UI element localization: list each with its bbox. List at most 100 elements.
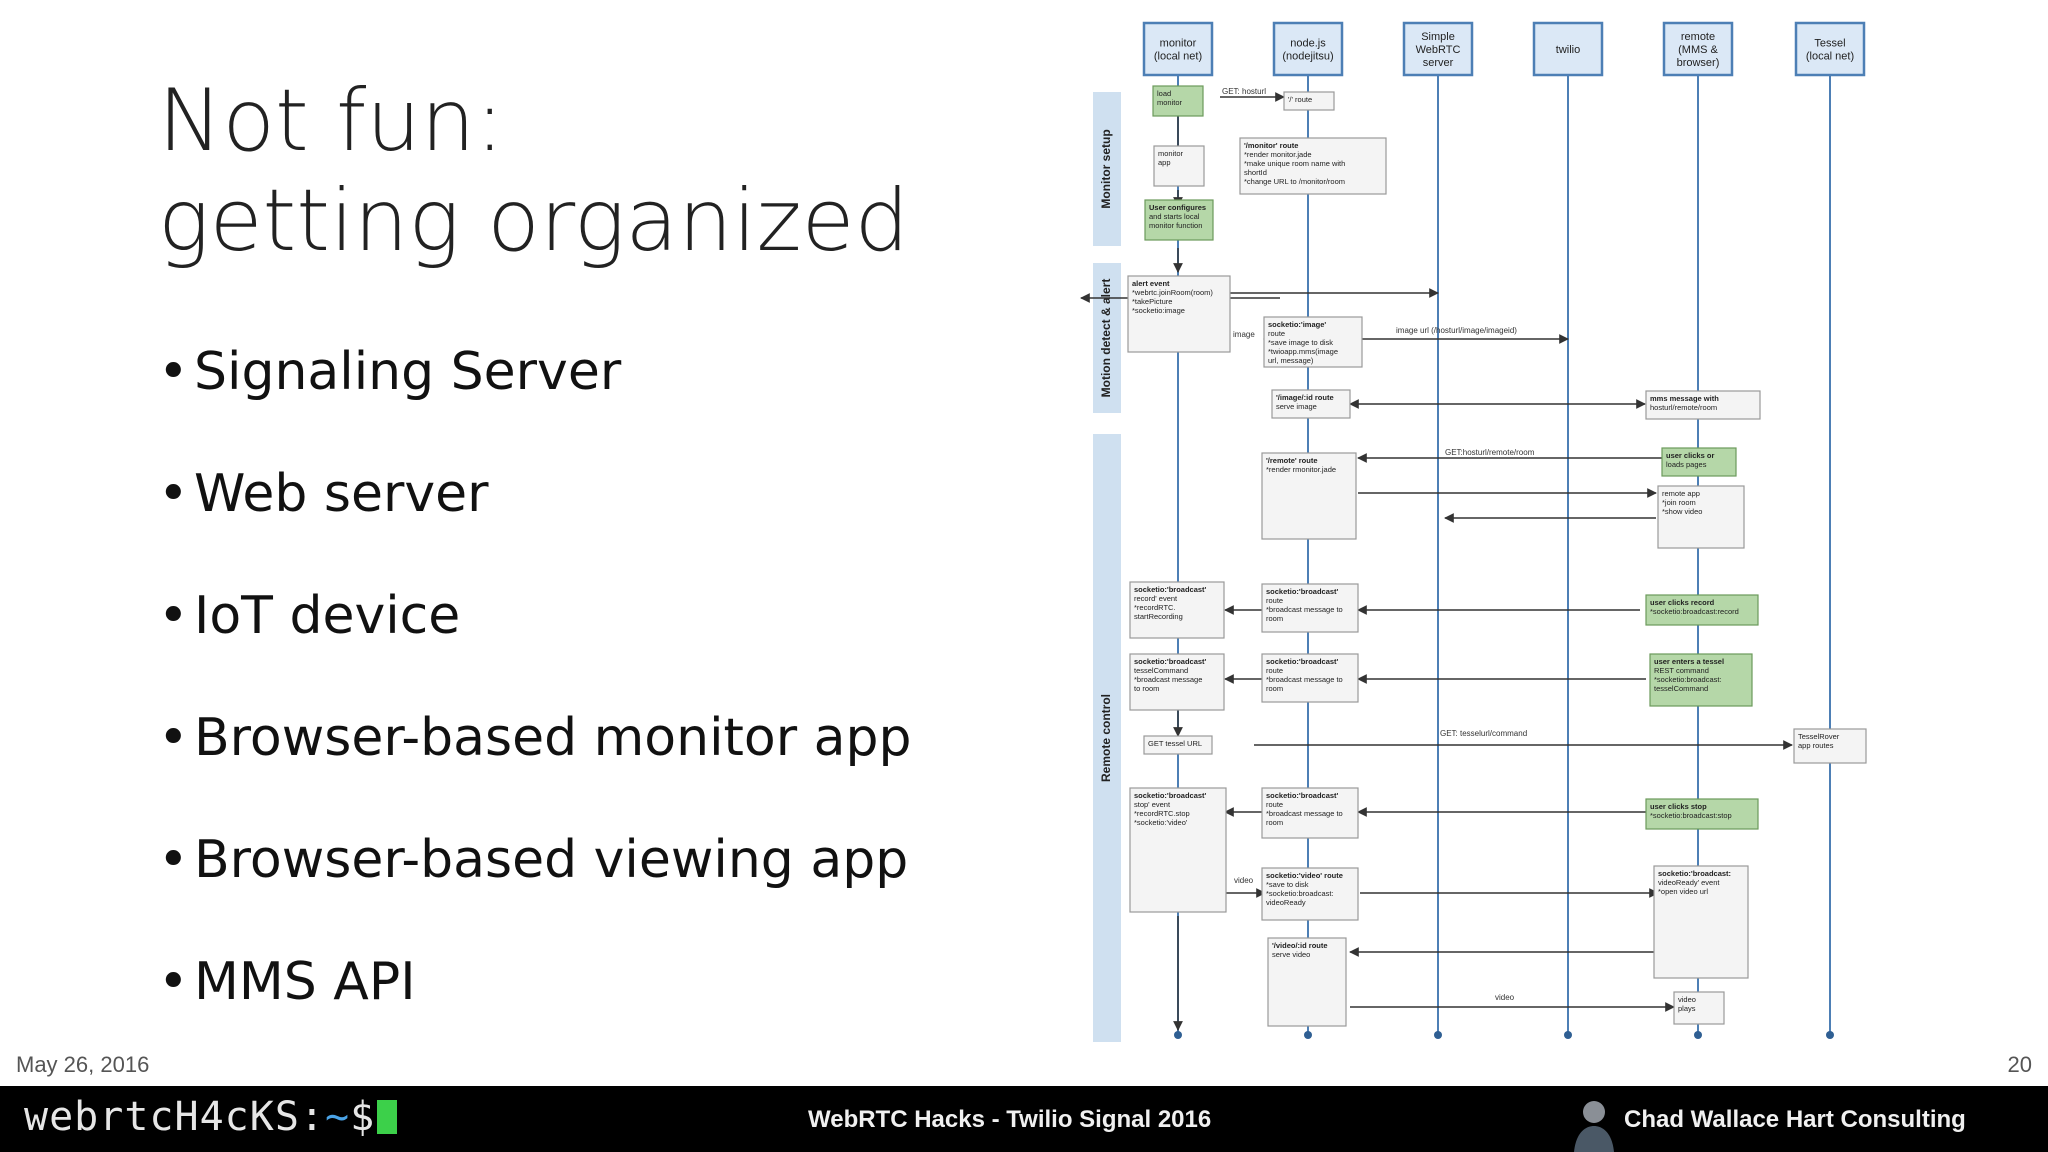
note-text: plays (1678, 1004, 1696, 1013)
note-box (1657, 485, 1745, 549)
participant-label: (local net) (1806, 51, 1854, 63)
note-text: route (1266, 666, 1283, 675)
note-text: *join room (1662, 498, 1696, 507)
note-text: *broadcast message to (1266, 809, 1343, 818)
participant-label: server (1423, 57, 1454, 69)
note-text: remote app (1662, 489, 1700, 498)
note-text: *recordRTC.stop (1134, 809, 1190, 818)
bullet-text: IoT device (194, 586, 461, 646)
note-text: User configures (1149, 203, 1206, 212)
note-text: route (1268, 329, 1285, 338)
note-box (1261, 583, 1359, 633)
note-text: '/remote' route (1266, 456, 1318, 465)
note-box (1129, 787, 1227, 913)
brand-tilde: ~ (324, 1094, 351, 1140)
lifeline-end-dot (1434, 1031, 1442, 1039)
note-text: '/monitor' route (1244, 141, 1298, 150)
note-box (1645, 390, 1761, 420)
note-box (1261, 653, 1359, 703)
note-text: loads pages (1666, 460, 1707, 469)
phase-band (1093, 263, 1121, 413)
note-text: socketio:'video' route (1266, 871, 1343, 880)
note-text: room (1266, 818, 1283, 827)
participant-label: node.js (1290, 38, 1326, 50)
message-label: video (1234, 876, 1254, 885)
participant-label: (MMS & (1678, 44, 1718, 56)
note-text: *render monitor.jade (1244, 150, 1312, 159)
note-text: *save image to disk (1268, 338, 1333, 347)
note-text: socketio:'broadcast' (1266, 657, 1339, 666)
note-text: url, message) (1268, 356, 1314, 365)
note-box (1283, 91, 1335, 111)
bullet-item: •Signaling Server (158, 346, 621, 398)
note-text: *save to disk (1266, 880, 1309, 889)
note-text: *open video url (1658, 887, 1708, 896)
bullet-item: •MMS API (158, 956, 416, 1008)
slide-title-line-1: Not fun: (158, 71, 505, 171)
note-text: socketio:'broadcast' (1134, 657, 1207, 666)
note-text: load (1157, 89, 1171, 98)
note-box (1645, 798, 1759, 830)
participant-label: browser) (1677, 57, 1720, 69)
message-label: GET: hosturl (1222, 87, 1266, 96)
note-text: stop' event (1134, 800, 1171, 809)
brand-text: webrtcH4cKS: (24, 1094, 325, 1140)
phase-label: Motion detect & alert (1099, 279, 1113, 398)
note-box (1143, 735, 1213, 755)
note-text: socketio:'image' (1268, 320, 1326, 329)
note-text: *broadcast message to (1266, 675, 1343, 684)
slide-page-number: 20 (2007, 1052, 2032, 1077)
note-text: *recordRTC. (1134, 603, 1176, 612)
note-text: monitor (1158, 149, 1184, 158)
note-text: GET tessel URL (1148, 739, 1202, 748)
footer-event-title: WebRTC Hacks - Twilio Signal 2016 (808, 1106, 1212, 1133)
note-text: *show video (1662, 507, 1702, 516)
slide: Not fun: getting organized •Signaling Se… (16, 21, 2032, 1077)
note-text: serve video (1272, 950, 1310, 959)
phase-label: Monitor setup (1099, 129, 1113, 208)
note-text: *socketio:broadcast: (1266, 889, 1334, 898)
note-box (1261, 867, 1359, 921)
note-text: startRecording (1134, 612, 1183, 621)
note-text: socketio:'broadcast: (1658, 869, 1731, 878)
note-box (1153, 145, 1205, 187)
note-box (1129, 581, 1225, 639)
bullet-text: MMS API (194, 952, 416, 1012)
note-text: *broadcast message (1134, 675, 1202, 684)
note-text: *twioapp.mms(image (1268, 347, 1338, 356)
note-text: videoReady' event (1658, 878, 1720, 887)
participant-label: (nodejitsu) (1282, 51, 1333, 63)
note-text: user clicks record (1650, 598, 1715, 607)
message-label: image (1233, 330, 1255, 339)
note-text: tesselCommand (1134, 666, 1188, 675)
note-text: TesselRover (1798, 732, 1840, 741)
note-box (1239, 137, 1387, 195)
note-box (1144, 199, 1214, 241)
participant-label: remote (1681, 31, 1715, 43)
note-box (1271, 389, 1351, 419)
note-text: serve image (1276, 402, 1317, 411)
participant-box (1532, 21, 1604, 77)
note-box (1649, 653, 1753, 707)
bullet-dot: • (158, 952, 189, 1012)
note-text: mms message with (1650, 394, 1719, 403)
note-box (1127, 275, 1231, 353)
bullet-item: •IoT device (158, 590, 460, 642)
bullet-item: •Web server (158, 468, 489, 520)
note-text: route (1266, 800, 1283, 809)
participant-layer: monitor(local net)node.js(nodejitsu)Simp… (1142, 21, 1866, 77)
note-box (1673, 991, 1725, 1025)
slide-date: May 26, 2016 (16, 1052, 150, 1077)
footer-bar: webrtcH4cKS:~$ WebRTC Hacks - Twilio Sig… (0, 1086, 2048, 1152)
bullet-dot: • (158, 586, 189, 646)
note-text: *socketio:broadcast:record (1650, 607, 1739, 616)
brand-logo: webrtcH4cKS:~$ (24, 1094, 398, 1140)
note-text: *socketio:broadcast:stop (1650, 811, 1732, 820)
bullet-dot: • (158, 342, 189, 402)
message-label: video (1495, 993, 1515, 1002)
participant-label: (local net) (1154, 51, 1202, 63)
note-text: REST command (1654, 666, 1709, 675)
participant-label: monitor (1160, 38, 1197, 50)
